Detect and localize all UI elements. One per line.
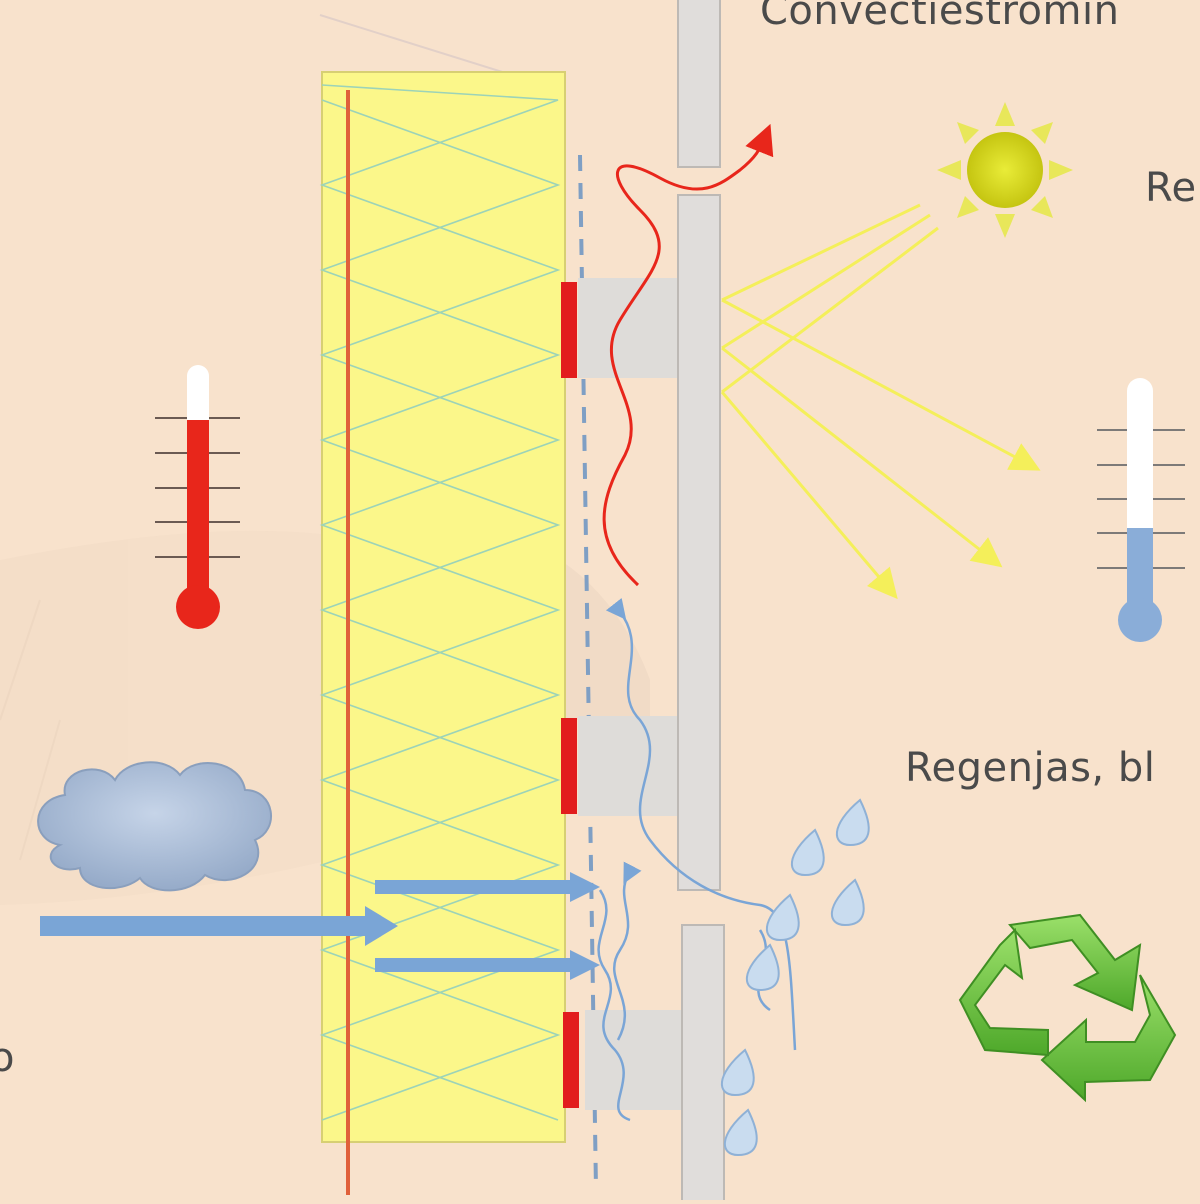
- batten-seal: [561, 718, 577, 814]
- cloud-icon: [37, 761, 272, 892]
- thermometer-cold-icon: [1097, 378, 1185, 642]
- label-radiation: Re: [1145, 165, 1197, 211]
- battens: [561, 278, 685, 1110]
- sun-icon: [937, 102, 1073, 238]
- raindrop-icon: [723, 1108, 758, 1157]
- label-rain-screen: Regenjas, bl: [905, 745, 1156, 791]
- recycle-icon: [958, 913, 1177, 1103]
- cladding-panels: [677, 0, 725, 1204]
- raindrop-icon: [790, 828, 825, 877]
- sun-rays: [720, 203, 1041, 600]
- raindrop-icon: [765, 893, 800, 942]
- raindrop-icon: [830, 878, 865, 927]
- raindrop-icon: [745, 943, 780, 992]
- raindrop-icon: [835, 798, 870, 847]
- raindrop-icon: [720, 1048, 755, 1097]
- wind-arrows: [40, 872, 600, 980]
- label-edge-fragment: o: [0, 1035, 15, 1081]
- convection-flow-arrow: [602, 123, 774, 587]
- batten-seal: [563, 1012, 579, 1108]
- label-convection: Convectiestromin: [760, 0, 1120, 34]
- thermometer-hot-icon: [155, 365, 240, 629]
- raindrops: [720, 798, 870, 1157]
- batten-seal: [561, 282, 577, 378]
- insulation-layer: [319, 71, 566, 1143]
